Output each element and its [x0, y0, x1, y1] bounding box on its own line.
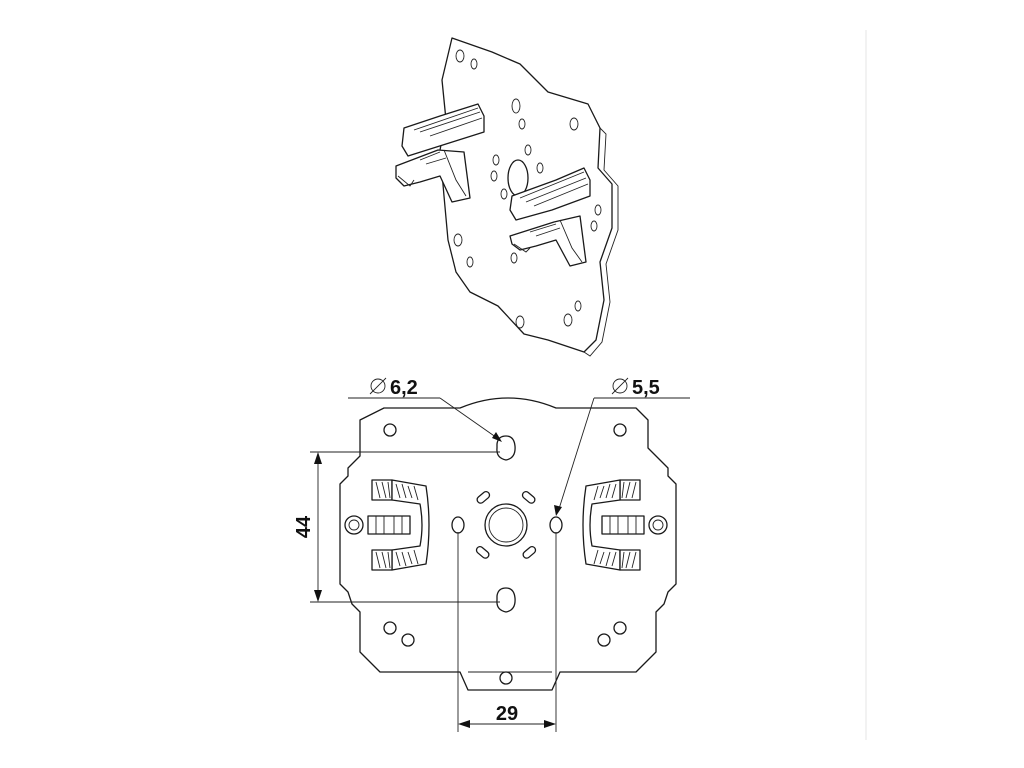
upper-hole-diameter-label: 6,2 — [390, 377, 418, 399]
center-hub-inner — [488, 507, 524, 543]
iso-center-slot — [524, 144, 532, 156]
side-hole-left — [344, 515, 364, 535]
hub-slots — [475, 490, 537, 559]
iso-center-slot — [492, 154, 500, 166]
dimension-right-hole: 5,5 — [554, 377, 690, 516]
mounting-hole — [499, 671, 513, 685]
iso-hole — [594, 204, 602, 216]
iso-hole — [563, 313, 573, 327]
center-hub-outer — [484, 503, 528, 547]
iso-hole — [470, 58, 478, 70]
iso-clip-lower-right — [509, 167, 591, 267]
iso-hole — [518, 118, 526, 130]
front-clip-left — [367, 479, 430, 571]
iso-hole — [574, 300, 582, 312]
hole-6-2-lower — [496, 587, 516, 613]
iso-plate-thickness — [583, 127, 619, 357]
mounting-hole — [383, 621, 397, 635]
isometric-view — [395, 37, 619, 357]
iso-hole — [511, 98, 521, 114]
diameter-symbol — [369, 377, 387, 395]
vertical-spacing-label: 44 — [293, 515, 315, 538]
right-hole-diameter-label: 5,5 — [632, 377, 660, 399]
dimension-vertical: 44 — [293, 451, 500, 603]
hole-6-2-upper — [496, 435, 516, 461]
mounting-hole — [613, 423, 627, 437]
side-hole-right — [648, 515, 668, 535]
horizontal-spacing-label: 29 — [496, 703, 518, 725]
mounting-hole — [613, 621, 627, 635]
dimension-horizontal: 29 — [457, 532, 557, 732]
iso-center-slot — [536, 162, 544, 174]
dimension-upper-hole: 6,2 — [348, 377, 502, 442]
iso-hole — [455, 49, 465, 63]
iso-hole — [590, 220, 598, 232]
iso-hole — [453, 233, 463, 247]
iso-center-slot — [490, 170, 498, 182]
front-plate-outline — [339, 397, 677, 691]
mounting-hole — [597, 633, 611, 647]
iso-hole — [466, 256, 474, 268]
mounting-hole — [383, 423, 397, 437]
front-view — [339, 397, 677, 691]
diameter-symbol — [611, 377, 629, 395]
front-clip-right — [582, 479, 645, 571]
iso-center-slot — [510, 252, 518, 264]
side-hole-left-inner — [348, 519, 360, 531]
side-hole-right-inner — [652, 519, 664, 531]
mounting-hole — [401, 633, 415, 647]
iso-hole — [569, 117, 579, 131]
iso-clip-upper-left — [395, 103, 485, 203]
iso-hole — [515, 315, 525, 329]
iso-center-slot — [500, 188, 508, 200]
